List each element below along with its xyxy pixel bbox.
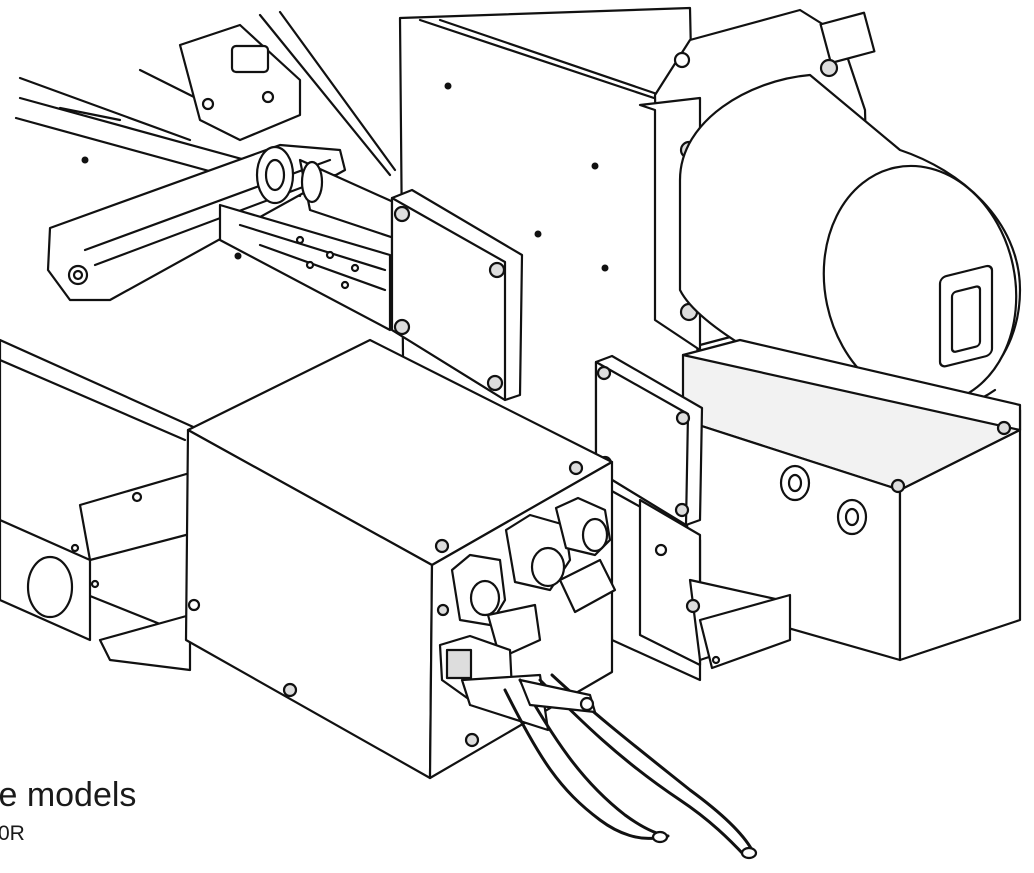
clamp-bracket bbox=[178, 10, 397, 177]
middle-cover-plate bbox=[594, 354, 704, 527]
channel-beam bbox=[0, 338, 207, 672]
connector-cables bbox=[438, 634, 758, 860]
caption-model: 0R bbox=[0, 822, 25, 845]
upper-cover-plate bbox=[390, 188, 524, 402]
cable-glands bbox=[450, 496, 617, 660]
shaft-assembly bbox=[46, 143, 402, 302]
linear-guide bbox=[218, 203, 392, 332]
caption-title: ble models bbox=[0, 776, 137, 814]
